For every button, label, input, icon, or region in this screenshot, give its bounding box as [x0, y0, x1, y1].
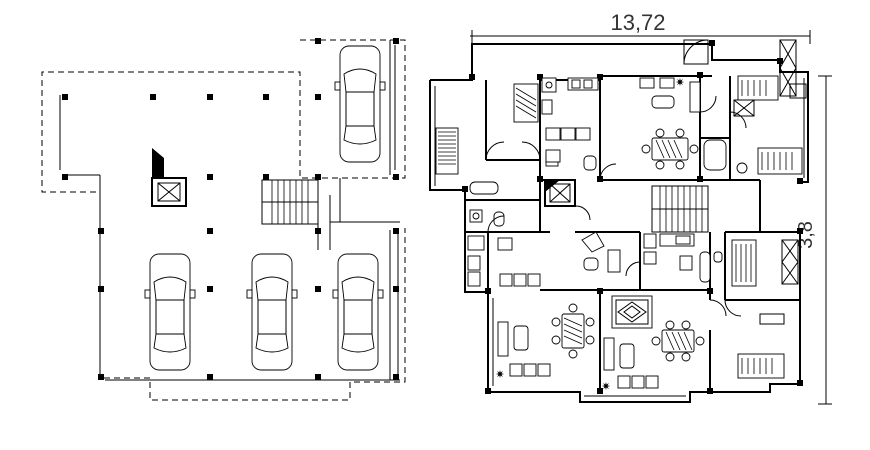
typical-floor-plan: 13,72 3,8	[429, 10, 832, 405]
kitchen-upper	[541, 77, 599, 115]
parked-car-top	[334, 45, 386, 163]
parking-level-plan	[41, 38, 406, 401]
bed-upper-left	[435, 127, 459, 175]
plant-icon: ✷	[675, 76, 684, 89]
width-dimension: 13,72	[470, 10, 811, 44]
kitchen-lower	[467, 233, 695, 287]
dining-table-lower-right	[651, 320, 705, 362]
bathroom-fixtures	[469, 81, 748, 283]
sofa-lower-mid	[603, 337, 659, 389]
elevator-shaft-floor	[544, 179, 576, 207]
width-dimension-label: 13,72	[610, 10, 665, 35]
bed-upper-right	[733, 75, 803, 175]
elevator-shaft-parking	[151, 148, 187, 207]
balcony-railings	[683, 39, 807, 325]
parked-car-2	[246, 253, 298, 371]
stair-floor	[651, 185, 709, 233]
plant-icon: ✷	[495, 368, 504, 381]
bed-lower-right	[731, 239, 799, 379]
parking-columns	[62, 38, 399, 380]
sofa-lower-left	[497, 273, 551, 377]
door-swings	[485, 95, 747, 317]
plant-icon: ✷	[601, 380, 610, 393]
bed-upper-mid	[513, 83, 539, 123]
exterior-walls	[429, 43, 809, 403]
parked-car-1	[144, 253, 196, 371]
dining-table-lower-left	[551, 303, 595, 359]
stair-parking	[261, 179, 319, 225]
dining-table-upper	[641, 128, 699, 170]
parked-car-3	[332, 253, 384, 371]
plant-icons: ✷ ✷ ✷	[495, 76, 684, 393]
rug-lower	[611, 295, 653, 329]
